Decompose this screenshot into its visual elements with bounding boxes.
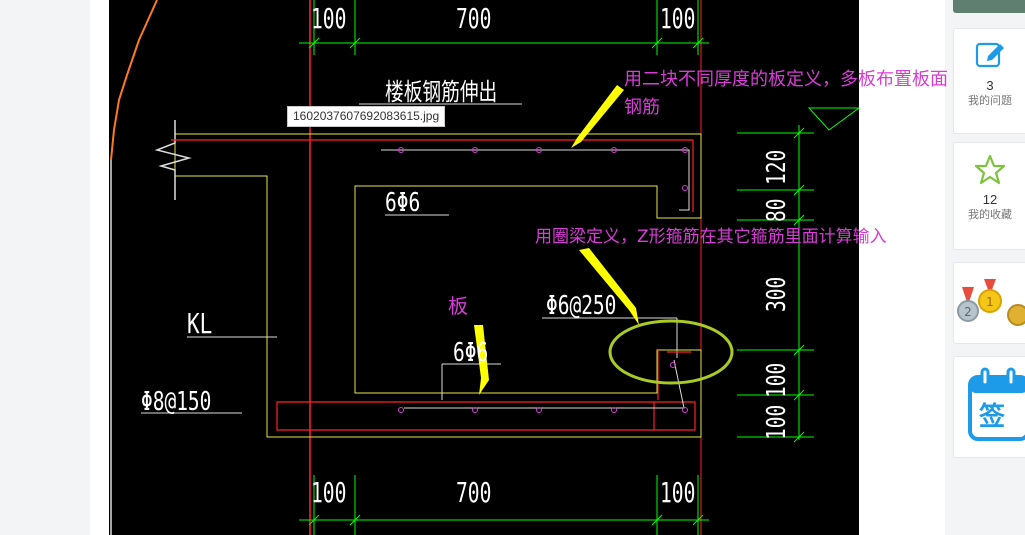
break-symbol (154, 120, 192, 200)
svg-text:2: 2 (964, 305, 972, 319)
label-top-rebar: 6Φ6 (385, 188, 420, 217)
avatar[interactable] (953, 0, 1025, 13)
dim-right-300: 300 (762, 277, 791, 312)
annotation-arrows (474, 85, 639, 395)
medal-icon: 2 1 (957, 279, 1025, 326)
image-filename-tooltip: 1602037607692083615.jpg (287, 106, 446, 127)
daily-signin-card[interactable]: 签 (953, 356, 1025, 458)
dim-right-120: 120 (762, 150, 791, 185)
questions-label: 我的问题 (968, 95, 1012, 107)
star-icon (974, 154, 1006, 185)
elevation-mark (807, 107, 859, 131)
rebar-dots (398, 147, 688, 413)
edit-icon (975, 42, 1004, 68)
label-stirrup: Φ6@250 (546, 291, 616, 320)
orange-curve (110, 0, 158, 161)
drawing-labels: 楼板钢筋伸出 6Φ6 Φ6@250 6Φ6 KL Φ8@150 (141, 79, 616, 417)
my-favorites-card[interactable]: 12 我的收藏 (953, 142, 1025, 250)
dim-right-100-b: 100 (762, 405, 791, 440)
dim-top-100-right: 100 (660, 3, 695, 35)
note-top-line2: 钢筋 (624, 97, 660, 118)
cad-drawing: 100 700 100 100 700 100 120 80 300 100 1… (110, 0, 859, 535)
highlight-ellipse (608, 319, 734, 385)
medals-card[interactable]: 2 1 (953, 262, 1025, 344)
favorites-count: 12 (982, 192, 998, 207)
dim-bottom-100-right: 100 (660, 477, 695, 509)
label-beam-stirrup: Φ8@150 (141, 387, 211, 416)
dim-top-100-left: 100 (311, 3, 346, 35)
dim-lines-top (299, 0, 709, 55)
dim-top-700: 700 (456, 3, 491, 35)
cad-drawing-image[interactable]: 100 700 100 100 700 100 120 80 300 100 1… (109, 0, 859, 535)
dim-lines-bottom (299, 475, 709, 535)
label-bottom-rebar: 6Φ6 (453, 338, 488, 367)
questions-count: 3 (986, 78, 994, 93)
slab-top-rebar (381, 149, 690, 409)
favorites-label: 我的收藏 (968, 209, 1012, 221)
dim-text-top: 100 700 100 (311, 3, 695, 35)
dim-bottom-700: 700 (456, 477, 491, 509)
dim-right-80: 80 (762, 199, 791, 222)
dim-right-100-a: 100 (762, 363, 791, 398)
note-middle: 用圈梁定义，Z形箍筋在其它箍筋里面计算输入 (535, 227, 887, 247)
dim-bottom-100-left: 100 (311, 477, 346, 509)
my-questions-card[interactable]: 3 我的问题 (953, 28, 1025, 134)
concrete-outline (174, 133, 702, 438)
dim-text-bottom: 100 700 100 (311, 477, 695, 509)
signin-glyph: 签 (979, 401, 1006, 432)
svg-text:1: 1 (986, 295, 994, 309)
note-slab: 板 (448, 294, 468, 318)
dim-text-right: 120 80 300 100 100 (762, 150, 791, 440)
leader-lines (141, 103, 678, 414)
drawing-title: 楼板钢筋伸出 (385, 79, 497, 107)
rebar-red (171, 139, 696, 431)
calendar-icon: 签 (968, 367, 1025, 441)
dim-lines-right (737, 125, 814, 443)
note-top-line1: 用二块不同厚度的板定义，多板布置板面 (624, 69, 948, 90)
label-beam: KL (187, 307, 212, 340)
